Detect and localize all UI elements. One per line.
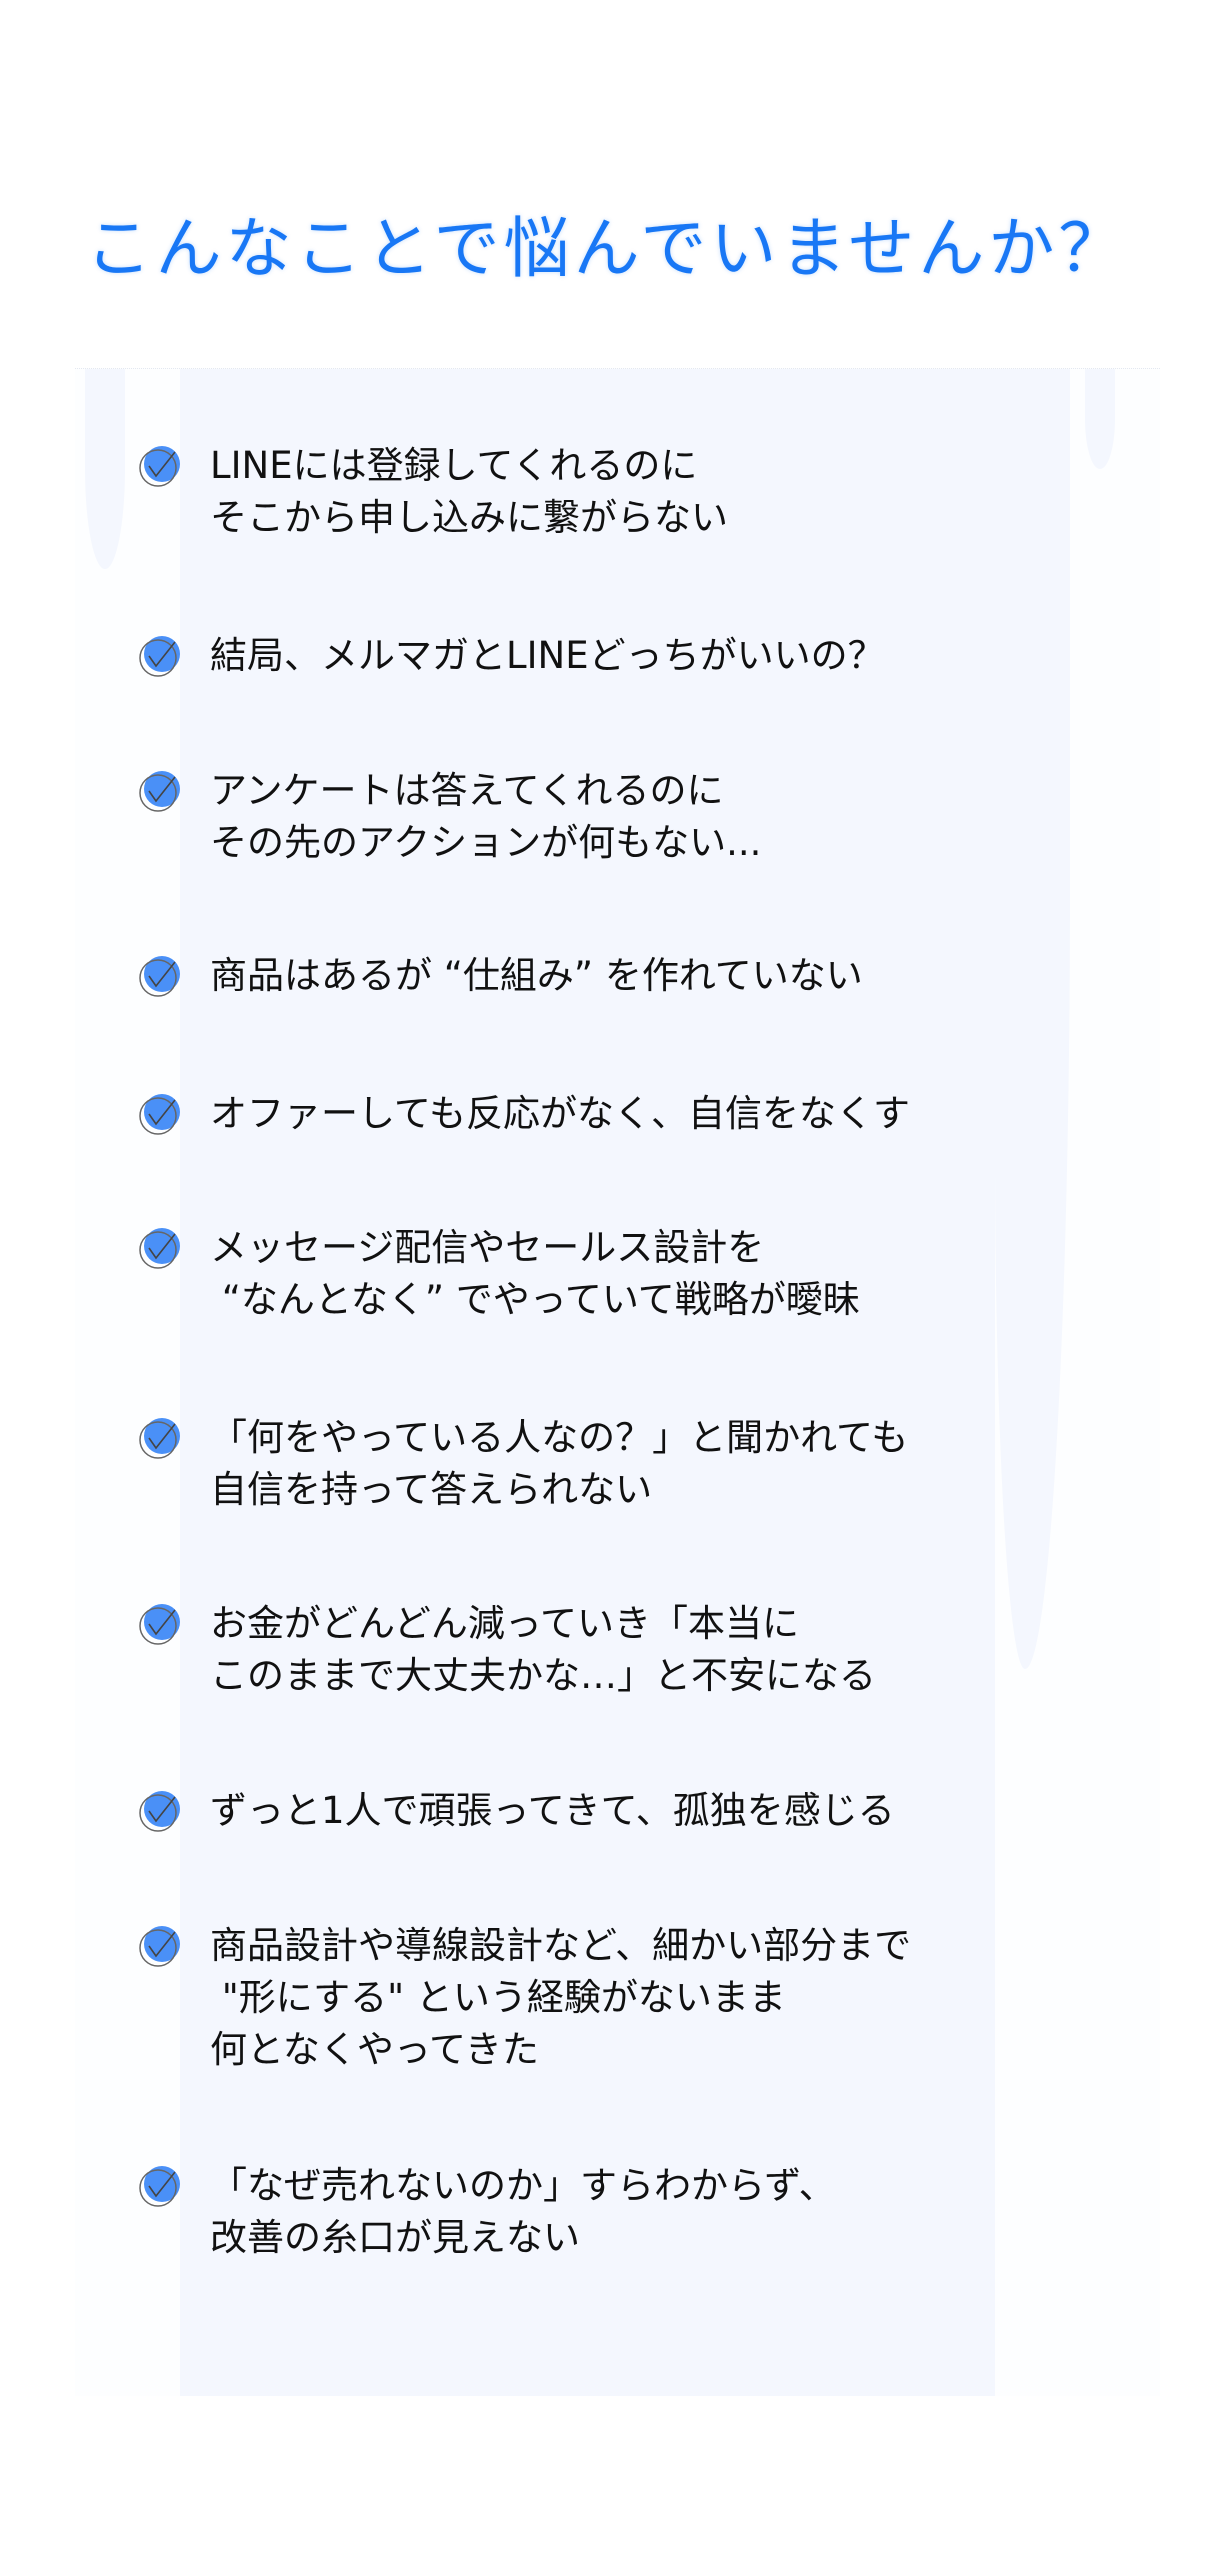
check-circle-icon — [139, 636, 180, 677]
concern-text-line: ずっと1人で頑張ってきて、孤独を感じる — [210, 1789, 895, 1832]
concern-text-line: お金がどんどん減っていき「本当に — [210, 1602, 800, 1645]
concern-text-line: 商品設計や導線設計など、細かい部分まで — [210, 1924, 912, 1967]
background-band — [180, 369, 995, 2396]
check-circle-icon — [139, 1094, 180, 1135]
concern-text-line: 「なぜ売れないのか」すらわからず、 — [210, 2164, 836, 2207]
concern-text-line: LINEには登録してくれるのに — [210, 444, 698, 487]
concern-text-line: "形にする" という経験がないまま — [210, 1976, 786, 2019]
check-circle-icon — [139, 771, 180, 812]
concern-text-line: 商品はあるが “仕組み” を作れていない — [210, 954, 863, 997]
concern-text-line: オファーしても反応がなく、自信をなくす — [210, 1092, 911, 1135]
concerns-panel — [75, 368, 1160, 2396]
check-circle-icon — [139, 1791, 180, 1832]
page-title: こんなことで悩んでいませんか？ — [85, 210, 1129, 287]
concern-text-line: 結局、メルマガとLINEどっちがいいの？ — [210, 634, 885, 677]
check-circle-icon — [139, 1418, 180, 1459]
concern-text-line: “なんとなく” でやっていて戦略が曖昧 — [210, 1278, 860, 1321]
check-circle-icon — [139, 446, 180, 487]
check-circle-icon — [139, 956, 180, 997]
background-drip — [725, 369, 775, 549]
background-drip — [995, 369, 1070, 1669]
concern-text-line: このままで大丈夫かな…」と不安になる — [210, 1654, 876, 1697]
concern-text-line: 改善の糸口が見えない — [210, 2216, 580, 2259]
concern-text-line: メッセージ配信やセールス設計を — [210, 1226, 765, 1269]
concern-text-line: 自信を持って答えられない — [210, 1468, 653, 1511]
check-circle-icon — [139, 2166, 180, 2207]
concern-text-line: そこから申し込みに繋がらない — [210, 496, 728, 539]
background-drip — [305, 369, 345, 489]
background-drip — [1085, 369, 1115, 469]
concern-text-line: 「何をやっている人なの？」と聞かれても — [210, 1416, 909, 1459]
concern-text-line: 何となくやってきた — [210, 2028, 539, 2071]
concern-text-line: アンケートは答えてくれるのに — [210, 769, 724, 812]
check-circle-icon — [139, 1228, 180, 1269]
check-circle-icon — [139, 1926, 180, 1967]
concern-text-line: その先のアクションが何もない... — [210, 821, 762, 864]
background-drip — [85, 369, 125, 569]
check-circle-icon — [139, 1604, 180, 1645]
